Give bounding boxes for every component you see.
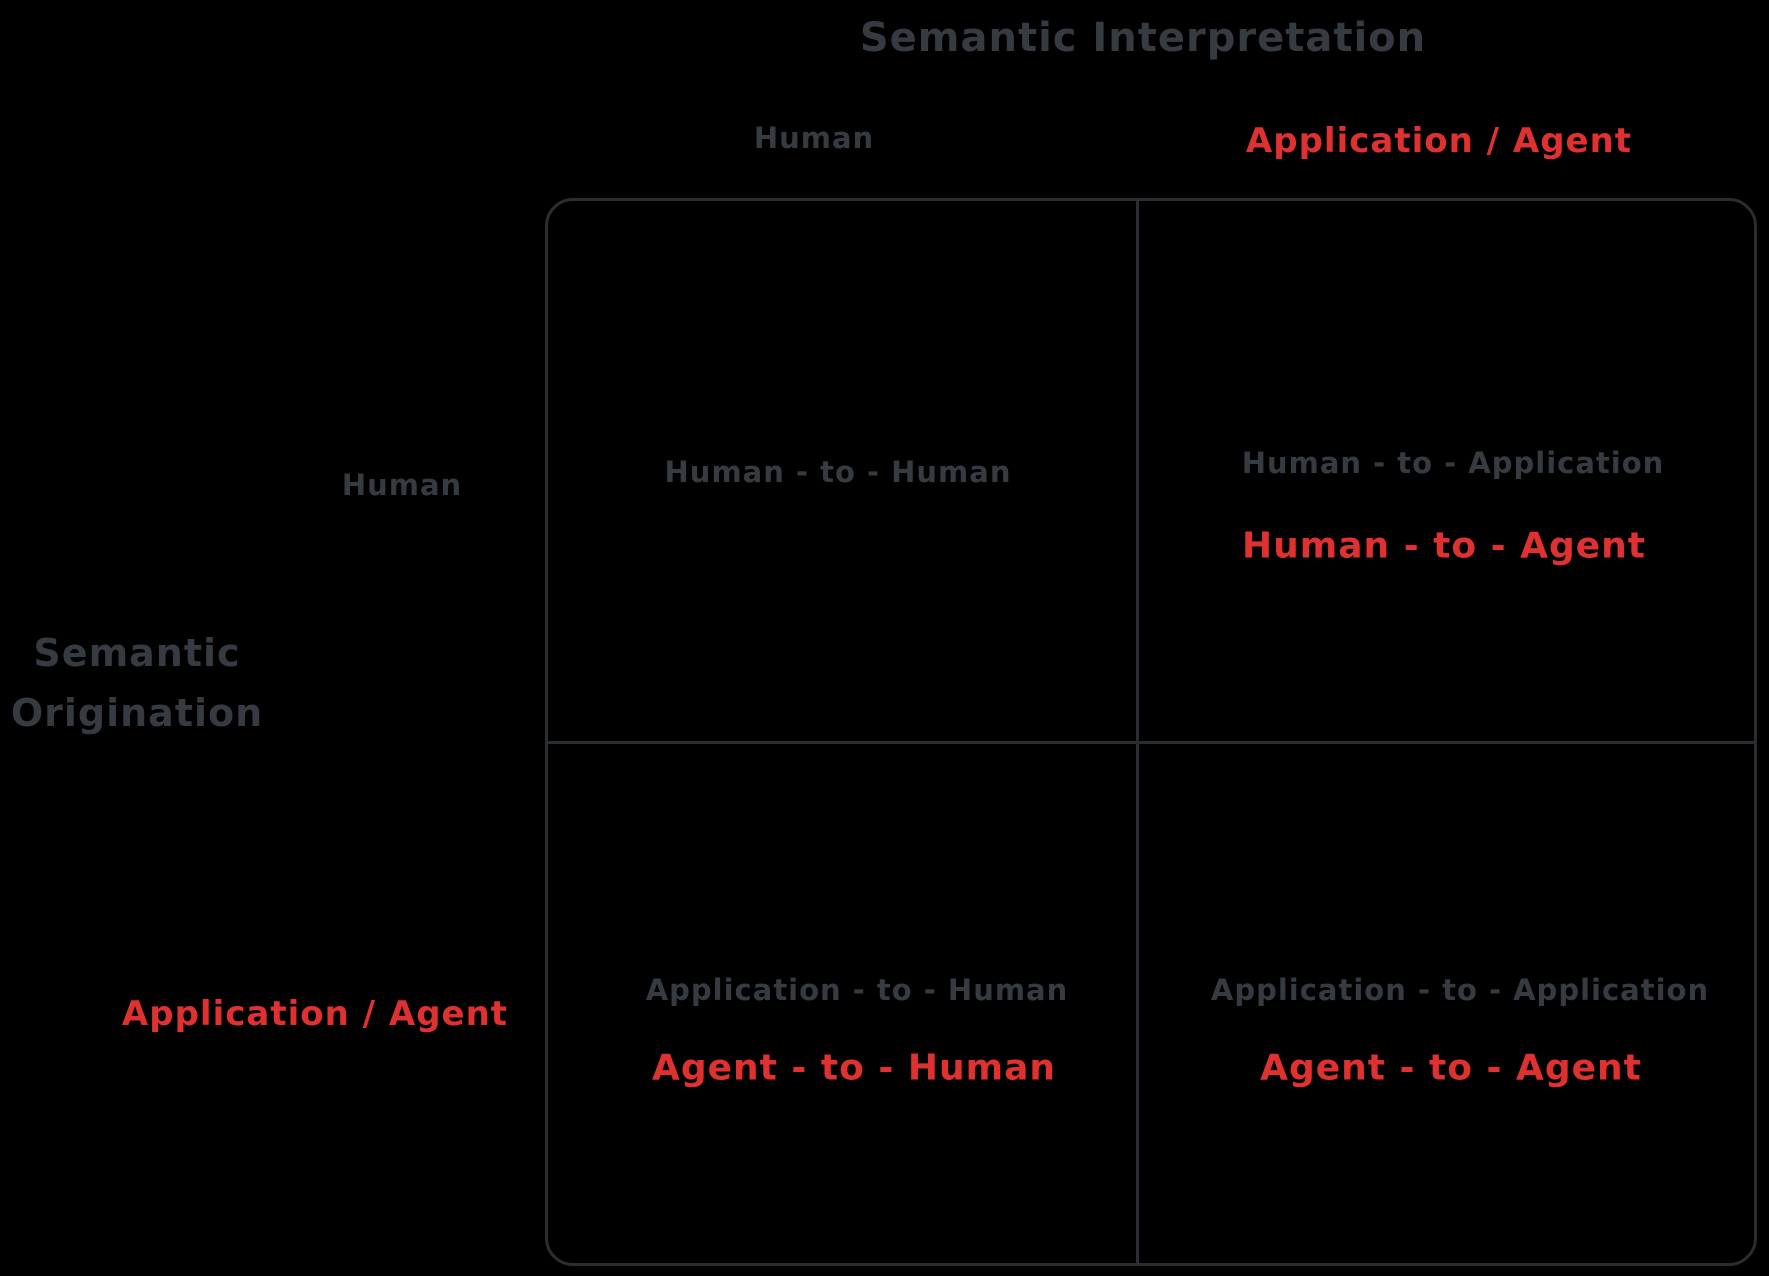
quadrant-bottom-left-label: Application - to - Human bbox=[645, 973, 1069, 1007]
quadrant-top-right-label: Human - to - Application bbox=[1241, 446, 1665, 480]
row-label-human: Human bbox=[341, 468, 463, 502]
quadrant-bottom-right-label: Application - to - Application bbox=[1210, 973, 1710, 1007]
quadrant-bottom-left-accent-label: Agent - to - Human bbox=[651, 1047, 1057, 1089]
column-header-application-agent: Application / Agent bbox=[1245, 121, 1633, 161]
quadrant-bottom-right-accent-label: Agent - to - Agent bbox=[1260, 1047, 1642, 1089]
matrix-border bbox=[545, 198, 1757, 1266]
quadrant-top-right-accent-label: Human - to - Agent bbox=[1241, 525, 1647, 567]
y-axis-title: Semantic Origination bbox=[0, 623, 297, 743]
y-axis-title-line1: Semantic bbox=[33, 631, 241, 675]
y-axis-title-line2: Origination bbox=[10, 691, 264, 735]
vertical-divider bbox=[1136, 198, 1139, 1266]
x-axis-title: Semantic Interpretation bbox=[859, 15, 1427, 61]
column-header-human: Human bbox=[753, 121, 875, 155]
quadrant-top-left-label: Human - to - Human bbox=[664, 455, 1012, 489]
horizontal-divider bbox=[545, 741, 1757, 744]
row-label-application-agent: Application / Agent bbox=[121, 994, 509, 1034]
